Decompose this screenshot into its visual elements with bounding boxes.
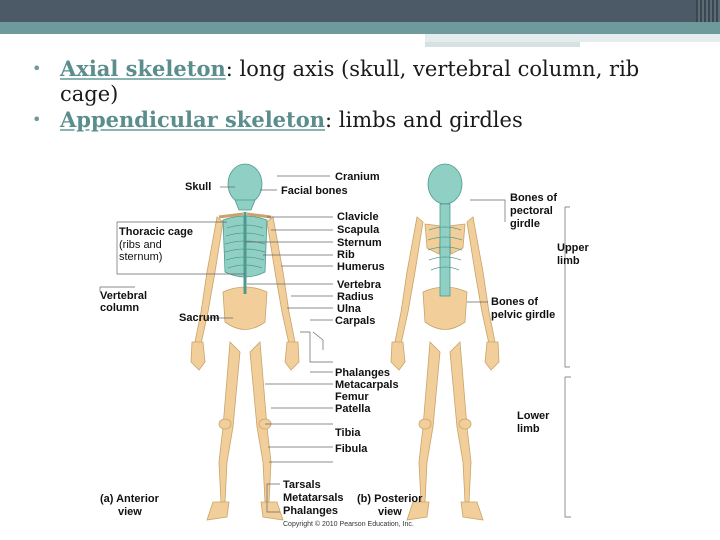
term-axial[interactable]: Axial skeleton bbox=[60, 56, 226, 81]
label-anterior-view-1: (a) Anterior bbox=[100, 493, 159, 505]
posterior-skeleton bbox=[390, 216, 500, 521]
label-scapula: Scapula bbox=[337, 224, 380, 236]
anterior-ribs bbox=[224, 224, 266, 269]
label-fibula: Fibula bbox=[335, 443, 368, 455]
label-sacrum: Sacrum bbox=[179, 312, 220, 324]
label-posterior-view-1: (b) Posterior bbox=[357, 493, 423, 505]
label-column: column bbox=[100, 302, 140, 314]
label-rib: Rib bbox=[337, 249, 355, 261]
label-metatarsals: Metatarsals bbox=[283, 492, 344, 504]
label-phalanges-foot: Phalanges bbox=[283, 505, 339, 517]
label-cranium: Cranium bbox=[335, 171, 380, 183]
label-ulna: Ulna bbox=[337, 303, 361, 315]
label-skull: Skull bbox=[185, 181, 212, 193]
label-metacarpals: Metacarpals bbox=[335, 379, 399, 391]
label-upper-1: Upper bbox=[557, 242, 589, 254]
label-radius: Radius bbox=[337, 291, 374, 303]
bullet-list: • Axial skeleton: long axis (skull, vert… bbox=[26, 56, 706, 133]
label-anterior-view-2: view bbox=[118, 506, 142, 518]
label-pectoral-2: pectoral bbox=[510, 205, 553, 217]
posterior-axial bbox=[427, 163, 463, 297]
label-pelvic-2: pelvic girdle bbox=[491, 309, 556, 321]
bullet-axial-continuation: cage) bbox=[60, 82, 119, 106]
label-clavicle: Clavicle bbox=[337, 211, 379, 223]
top-bar-light-secondary bbox=[425, 42, 580, 47]
label-pelvic-1: Bones of bbox=[491, 296, 539, 308]
bullet-appendicular: • Appendicular skeleton: limbs and girdl… bbox=[26, 107, 706, 133]
bullet-appendicular-text: : limbs and girdles bbox=[325, 108, 523, 132]
bullet-icon: • bbox=[32, 110, 42, 129]
label-vertebral: Vertebral bbox=[100, 290, 148, 302]
label-facial-bones: Facial bones bbox=[281, 185, 348, 197]
label-posterior-view-2: view bbox=[378, 506, 402, 518]
anterior-clavicles bbox=[218, 212, 272, 219]
label-tarsals: Tarsals bbox=[283, 479, 321, 491]
label-femur: Femur bbox=[335, 391, 369, 403]
copyright-text: Copyright © 2010 Pearson Education, Inc. bbox=[283, 521, 414, 528]
skeleton-figure: Skull Thoracic cage (ribs and sternum) V… bbox=[95, 162, 589, 532]
label-lower-1: Lower bbox=[517, 410, 550, 422]
label-carpals: Carpals bbox=[335, 315, 376, 327]
top-bar-dark bbox=[0, 0, 720, 22]
posterior-ribs bbox=[427, 226, 463, 271]
label-thoracic-cage: Thoracic cage bbox=[119, 226, 193, 238]
bullet-axial: • Axial skeleton: long axis (skull, vert… bbox=[26, 56, 706, 82]
label-patella: Patella bbox=[335, 403, 371, 415]
top-bar-stripes bbox=[696, 0, 720, 22]
leader-lines bbox=[99, 175, 571, 518]
anterior-skeleton bbox=[190, 216, 300, 521]
label-tibia: Tibia bbox=[335, 427, 361, 439]
label-lower-2: limb bbox=[517, 423, 540, 435]
skeleton-illustration bbox=[99, 163, 571, 521]
bullet-axial-text: : long axis (skull, vertebral column, ri… bbox=[225, 57, 640, 81]
anterior-axial bbox=[222, 163, 268, 294]
label-pectoral-1: Bones of bbox=[510, 192, 558, 204]
top-decoration bbox=[0, 0, 720, 47]
label-upper-2: limb bbox=[557, 255, 580, 267]
top-bar-teal bbox=[0, 22, 720, 34]
term-appendicular[interactable]: Appendicular skeleton bbox=[60, 107, 326, 132]
label-phalanges-hand: Phalanges bbox=[335, 367, 391, 379]
label-vertebra: Vertebra bbox=[337, 279, 382, 291]
label-pectoral-3: girdle bbox=[510, 218, 540, 230]
label-humerus: Humerus bbox=[337, 261, 385, 273]
bullet-icon: • bbox=[32, 59, 42, 78]
label-sternum: Sternum bbox=[337, 237, 382, 249]
label-thoracic-cage-sub2: sternum) bbox=[119, 251, 163, 263]
top-bar-light bbox=[425, 34, 720, 42]
label-thoracic-cage-sub1: (ribs and bbox=[119, 239, 162, 251]
